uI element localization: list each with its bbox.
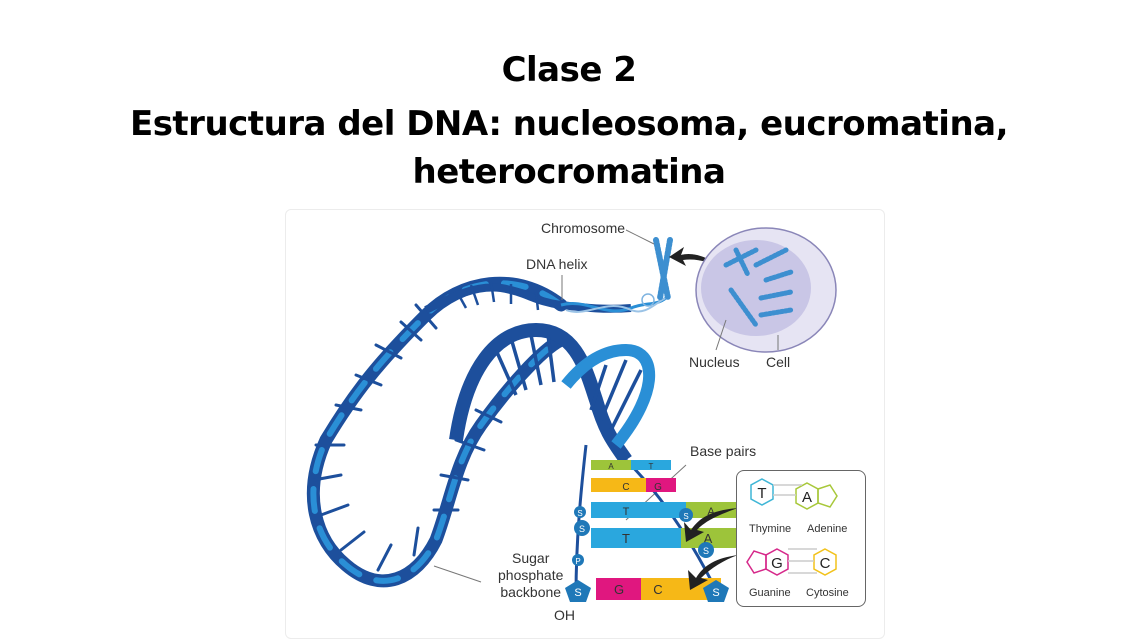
svg-text:T: T bbox=[622, 531, 630, 546]
svg-text:T: T bbox=[623, 506, 630, 518]
slide-title-line-2: Estructura del DNA: nucleosoma, eucromat… bbox=[129, 104, 1009, 144]
label-sugar-phosphate-backbone: Sugar phosphate backbone bbox=[498, 550, 564, 600]
dna-helix-front bbox=[449, 322, 718, 596]
svg-text:G: G bbox=[614, 582, 624, 597]
svg-text:S: S bbox=[703, 546, 709, 556]
label-thymine: Thymine bbox=[749, 523, 792, 535]
label-chromosome: Chromosome bbox=[541, 220, 626, 236]
svg-text:S: S bbox=[574, 587, 581, 599]
svg-text:G: G bbox=[654, 482, 662, 493]
label-dna-helix: DNA helix bbox=[526, 256, 588, 272]
svg-text:A: A bbox=[704, 531, 713, 546]
arrow-icon bbox=[688, 555, 738, 590]
svg-text:T: T bbox=[757, 485, 766, 502]
chromosome-icon bbox=[653, 237, 673, 301]
dna-helix-loop bbox=[306, 276, 568, 588]
base-pairs bbox=[591, 460, 736, 600]
svg-text:G: G bbox=[771, 555, 783, 572]
dna-helix-thin bbox=[424, 281, 667, 314]
cell-icon bbox=[695, 227, 837, 353]
label-nucleus: Nucleus bbox=[689, 354, 740, 370]
cytosine-icon bbox=[813, 548, 837, 576]
svg-text:C: C bbox=[622, 482, 629, 493]
label-cytosine: Cytosine bbox=[806, 587, 849, 599]
label-oh: OH bbox=[554, 607, 575, 623]
label-adenine: Adenine bbox=[807, 523, 848, 535]
slide-title-line-3: heterocromatina bbox=[412, 152, 726, 192]
svg-text:T: T bbox=[649, 462, 654, 471]
svg-text:S: S bbox=[577, 509, 582, 518]
dna-illustration: A T C G T A T A G C S S P S S S S bbox=[306, 227, 837, 602]
label-guanine: Guanine bbox=[749, 587, 791, 599]
slide-title-line-1: Clase 2 bbox=[501, 50, 637, 90]
dna-structure-diagram: A T C G T A T A G C S S P S S S S bbox=[285, 209, 885, 639]
svg-text:C: C bbox=[820, 555, 831, 572]
svg-text:A: A bbox=[707, 506, 715, 518]
label-base-pairs: Base pairs bbox=[690, 443, 757, 459]
svg-text:C: C bbox=[653, 582, 662, 597]
svg-text:P: P bbox=[575, 557, 580, 566]
sugar-phosphate-nodes: S S P S S S S bbox=[565, 506, 729, 602]
arrow-icon bbox=[669, 247, 726, 270]
svg-text:S: S bbox=[683, 512, 688, 521]
base-legend: T A G C Thymine Adenine Guanine Cytosine bbox=[736, 470, 866, 607]
svg-text:S: S bbox=[712, 587, 719, 599]
svg-text:S: S bbox=[579, 524, 585, 534]
label-cell: Cell bbox=[766, 354, 791, 370]
svg-text:A: A bbox=[608, 462, 614, 471]
base-structures: T A G C bbox=[746, 478, 838, 576]
svg-text:A: A bbox=[802, 489, 812, 506]
arrow-icon bbox=[684, 508, 738, 542]
